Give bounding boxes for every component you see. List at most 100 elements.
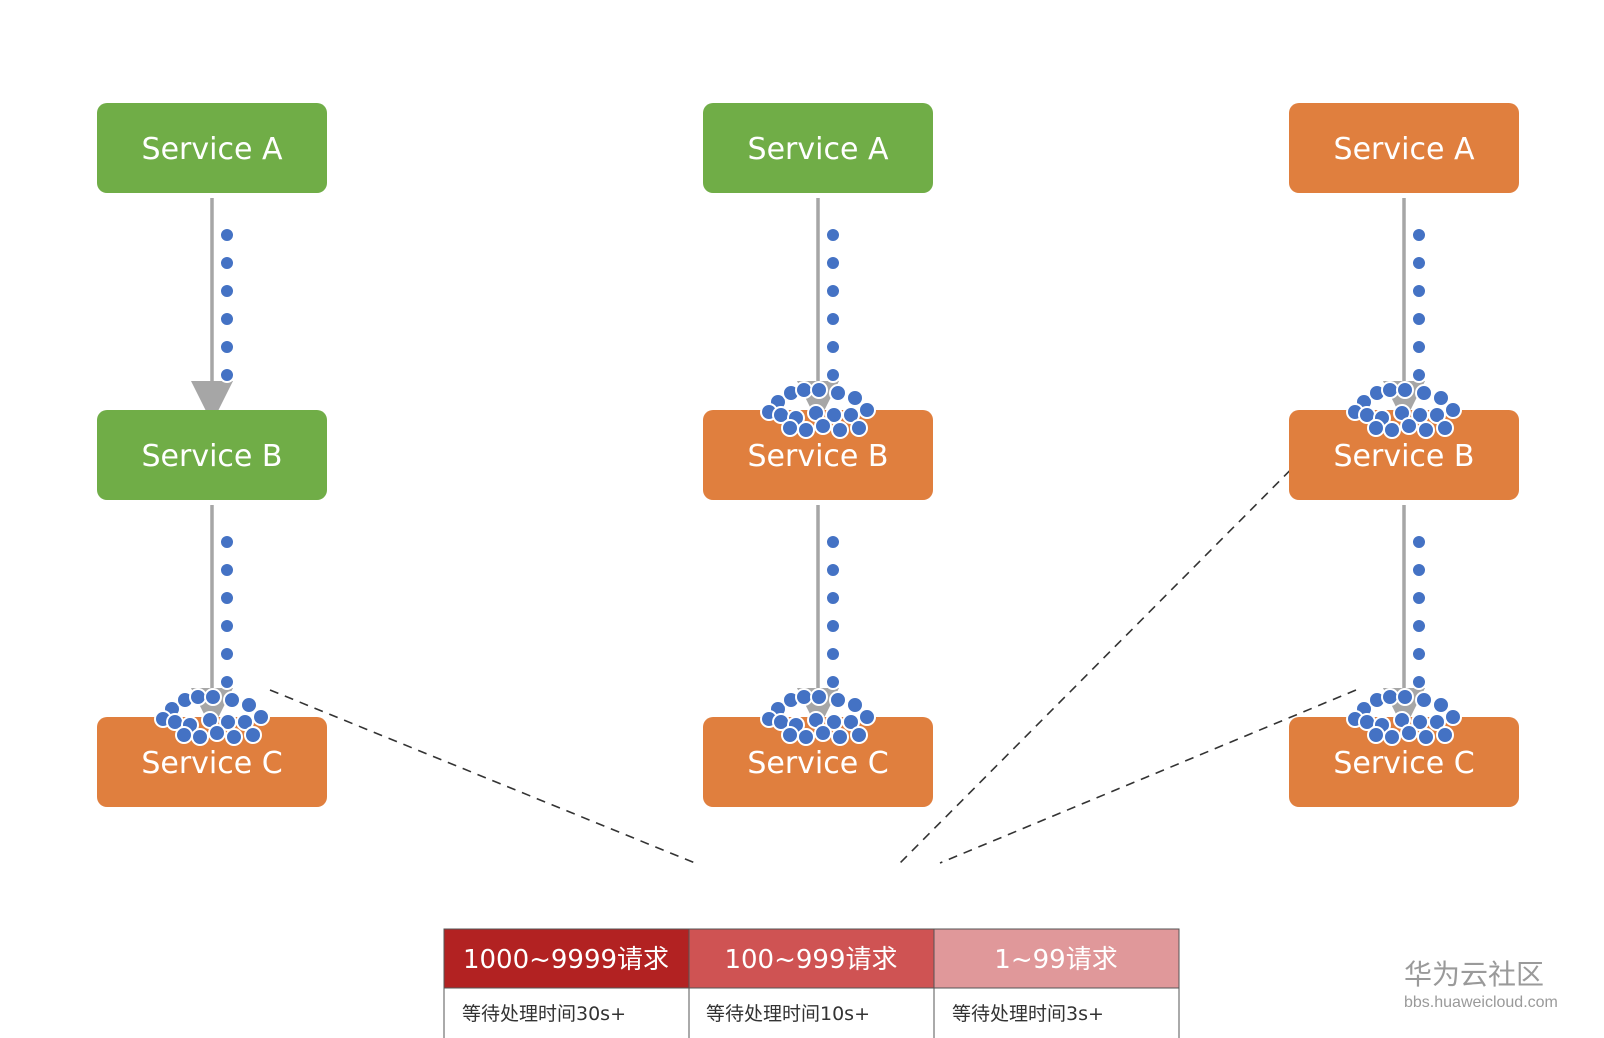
service-label: Service A (748, 132, 889, 167)
queued-request-dot (797, 728, 815, 746)
request-dot (219, 339, 235, 355)
queued-request-dot (846, 389, 864, 407)
request-dot (825, 255, 841, 271)
request-pileup (1346, 688, 1462, 746)
service-box (1289, 717, 1519, 807)
connector-b3 (899, 401, 1359, 864)
table-cell-mid (688, 987, 935, 1038)
request-pileup (760, 688, 876, 746)
service-label: Service A (142, 132, 283, 167)
queued-request-dot (1383, 728, 1401, 746)
watermark-subtitle: bbs.huaweicloud.com (1404, 994, 1558, 1011)
queued-request-dot (829, 691, 847, 709)
queued-request-dot (204, 688, 222, 706)
queued-request-dot (1396, 381, 1414, 399)
queued-request-dot (846, 696, 864, 714)
request-dot (219, 590, 235, 606)
queued-request-dot (1444, 708, 1462, 726)
queued-request-dot (781, 726, 799, 744)
request-dot (219, 646, 235, 662)
request-pileup (154, 688, 270, 746)
queued-request-dot (1436, 419, 1454, 437)
table-header-low (933, 928, 1180, 989)
service-label: Service B (1334, 439, 1475, 474)
queued-request-dot (797, 421, 815, 439)
service-box (97, 717, 327, 807)
queued-request-dot (858, 708, 876, 726)
request-dot (1411, 311, 1427, 327)
request-dot (825, 590, 841, 606)
queued-request-dot (795, 688, 813, 706)
queued-request-dot (1428, 713, 1446, 731)
request-dot (825, 283, 841, 299)
queued-request-dot (236, 713, 254, 731)
table-header-high (443, 928, 690, 989)
request-dot (825, 227, 841, 243)
queued-request-dot (831, 728, 849, 746)
request-dot (219, 255, 235, 271)
queued-request-dot (842, 406, 860, 424)
queued-request-dot (189, 688, 207, 706)
request-dot (825, 367, 841, 383)
queued-request-dot (810, 381, 828, 399)
request-dot (1411, 255, 1427, 271)
request-dot (219, 674, 235, 690)
queued-request-dot (1396, 688, 1414, 706)
queued-request-dot (175, 726, 193, 744)
service-box (703, 103, 933, 193)
queued-request-dot (814, 417, 832, 435)
request-dot (825, 674, 841, 690)
queued-request-dot (1415, 384, 1433, 402)
queued-request-dot (842, 713, 860, 731)
request-dot (825, 618, 841, 634)
service-box (1289, 103, 1519, 193)
service-box (97, 103, 327, 193)
connector-c3 (939, 689, 1357, 864)
request-pileup (760, 381, 876, 439)
queued-request-dot (1415, 691, 1433, 709)
service-box (1289, 410, 1519, 500)
queued-request-dot (1417, 421, 1435, 439)
queued-request-dot (208, 724, 226, 742)
table-cell-label: 等待处理时间30s+ (462, 1003, 626, 1025)
request-dot (1411, 534, 1427, 550)
table-header-label: 100~999请求 (724, 945, 897, 975)
request-dot (1411, 590, 1427, 606)
request-dot (219, 534, 235, 550)
table-header-label: 1~99请求 (994, 945, 1117, 975)
request-pileup (1346, 381, 1462, 439)
request-dot (825, 311, 841, 327)
table-cell-label: 等待处理时间10s+ (706, 1003, 870, 1025)
table-cell-low (933, 987, 1180, 1038)
request-dot (1411, 646, 1427, 662)
request-dot (219, 562, 235, 578)
queued-request-dot (858, 401, 876, 419)
queued-request-dot (1381, 688, 1399, 706)
request-dot (825, 646, 841, 662)
service-label: Service B (142, 439, 283, 474)
queued-request-dot (1367, 419, 1385, 437)
request-dot (219, 283, 235, 299)
request-dot (219, 367, 235, 383)
queued-request-dot (244, 726, 262, 744)
request-dot (1411, 339, 1427, 355)
queued-request-dot (240, 696, 258, 714)
connector-c1 (269, 689, 696, 864)
request-dot (1411, 562, 1427, 578)
queued-request-dot (1428, 406, 1446, 424)
queued-request-dot (191, 728, 209, 746)
queued-request-dot (1400, 724, 1418, 742)
service-label: Service C (1333, 746, 1474, 781)
queued-request-dot (1367, 726, 1385, 744)
table-cell-high (443, 987, 690, 1038)
request-dot (219, 618, 235, 634)
queued-request-dot (781, 419, 799, 437)
queued-request-dot (850, 726, 868, 744)
table-header-label: 1000~9999请求 (463, 945, 669, 975)
queued-request-dot (1381, 381, 1399, 399)
